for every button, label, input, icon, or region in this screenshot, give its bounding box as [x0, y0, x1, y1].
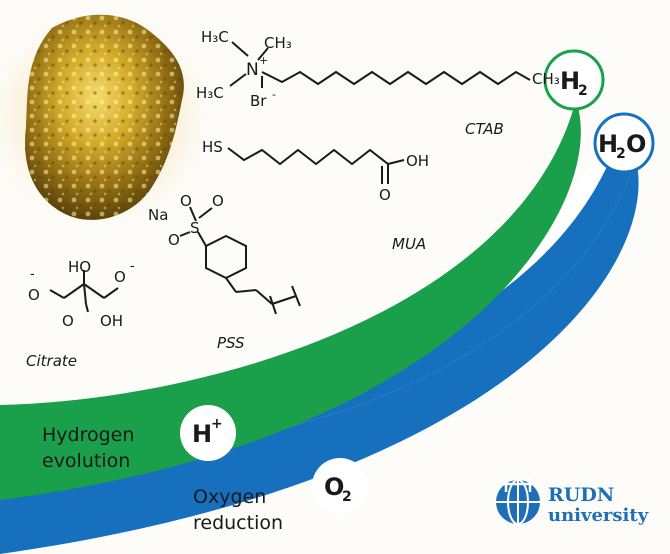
citrate-minus-right: - [130, 259, 135, 274]
citrate-ho: HO [68, 258, 91, 276]
mua-oh: OH [406, 152, 429, 170]
logo-line2: university [548, 505, 649, 526]
mua-o: O [379, 186, 391, 204]
pss-na: Na [148, 206, 168, 224]
gold-nugget-icon [0, 0, 225, 238]
o2-text: O [324, 473, 344, 501]
h2o-tail: O [626, 130, 646, 158]
mua-molecule [227, 147, 405, 184]
logo-line1: RUDN [548, 484, 614, 506]
pss-o1: O [180, 192, 192, 210]
h2o-badge: H 2 O [593, 112, 655, 174]
hydrogen-label-1: Hydrogen [42, 424, 134, 446]
citrate-o-bottom: O [62, 312, 74, 330]
citrate-minus-left: - [30, 267, 35, 282]
h-plus-text: H [192, 420, 212, 448]
pss-molecule [179, 206, 301, 315]
o2-badge: O 2 [312, 458, 368, 514]
ctab-br: Br [250, 92, 267, 110]
h2o-text: H [598, 130, 618, 158]
h2-sub: 2 [578, 83, 588, 99]
ctab-h3c-left: H₃C [196, 84, 224, 102]
pss-o2: O [212, 192, 224, 210]
oxygen-label-1: Oxygen [193, 486, 266, 508]
rudn-logo: RUDN university [496, 476, 649, 526]
o2-sub: 2 [342, 489, 352, 505]
citrate-o-left: O [28, 286, 40, 304]
citrate-oh: OH [100, 312, 123, 330]
ctab-h3c-top: H₃C [201, 28, 229, 46]
h2-text: H [560, 67, 580, 95]
pss-o3: O [168, 231, 180, 249]
ctab-ch3-end: CH₃ [532, 70, 560, 88]
h2o-sub: 2 [616, 146, 626, 162]
ctab-plus: + [259, 54, 268, 67]
ctab-label: CTAB [465, 120, 504, 138]
h2-badge: H 2 [543, 49, 605, 111]
citrate-label: Citrate [26, 352, 77, 370]
pss-s: S [190, 219, 200, 237]
citrate-o-right: O [114, 268, 126, 286]
ctab-minus: - [272, 88, 276, 101]
h-plus-badge: H + [180, 405, 236, 461]
mua-hs: HS [202, 138, 223, 156]
citrate-molecule [49, 270, 119, 313]
hydrogen-evolution-ribbon [0, 100, 581, 500]
hydrogen-label-2: evolution [42, 450, 130, 472]
ctab-n: N [246, 60, 259, 80]
oxygen-label-2: reduction [193, 512, 283, 534]
mua-label: MUA [392, 235, 426, 253]
globe-icon [496, 476, 540, 525]
ctab-ch3-top: CH₃ [264, 34, 292, 52]
ctab-molecule [229, 41, 531, 88]
h-plus-sup: + [211, 416, 223, 432]
pss-label: PSS [217, 334, 245, 352]
